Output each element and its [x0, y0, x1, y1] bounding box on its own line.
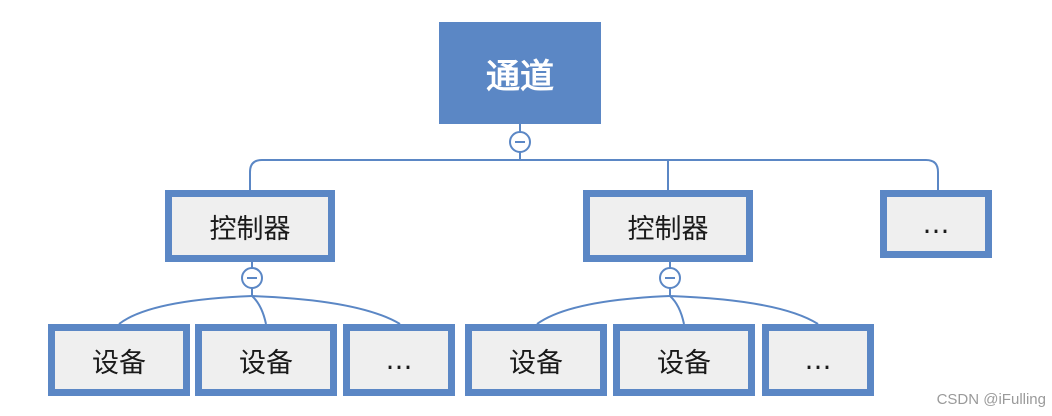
connector-ctrl-b-right	[669, 295, 819, 325]
connector-ctrl-a-mid	[251, 295, 267, 325]
more-node-level1-label: …	[922, 208, 950, 240]
connector-ctrl-a-right	[251, 295, 401, 325]
controller-node-1[interactable]: 控制器	[165, 190, 335, 262]
connector-level1-c	[925, 159, 939, 190]
device-node-2a-label: 设备	[509, 347, 563, 379]
controller-node-1-label: 控制器	[209, 213, 291, 245]
device-node-1a[interactable]: 设备	[48, 324, 190, 396]
device-node-2a[interactable]: 设备	[465, 324, 607, 396]
root-node-label: 通道	[486, 56, 554, 97]
controller-node-2[interactable]: 控制器	[583, 190, 753, 262]
more-node-level1[interactable]: …	[880, 190, 992, 258]
collapse-icon[interactable]	[509, 131, 531, 153]
collapse-icon[interactable]	[659, 267, 681, 289]
device-node-1a-label: 设备	[92, 347, 146, 379]
root-node[interactable]: 通道	[439, 22, 601, 124]
watermark-text: CSDN @iFulling	[936, 391, 1046, 408]
collapse-icon[interactable]	[241, 267, 263, 289]
more-node-2c[interactable]: …	[762, 324, 874, 396]
controller-node-2-label: 控制器	[627, 213, 709, 245]
connector-ctrl-b-left	[536, 295, 671, 325]
more-node-2c-label: …	[804, 344, 832, 376]
connector-ctrl-b-mid	[669, 295, 685, 325]
connector-ctrl-a-left	[118, 295, 253, 325]
connector-level1-a	[249, 159, 263, 190]
more-node-1c-label: …	[385, 344, 413, 376]
device-node-1b-label: 设备	[239, 347, 293, 379]
device-node-2b[interactable]: 设备	[613, 324, 755, 396]
device-node-1b[interactable]: 设备	[195, 324, 337, 396]
device-node-2b-label: 设备	[657, 347, 711, 379]
more-node-1c[interactable]: …	[343, 324, 455, 396]
